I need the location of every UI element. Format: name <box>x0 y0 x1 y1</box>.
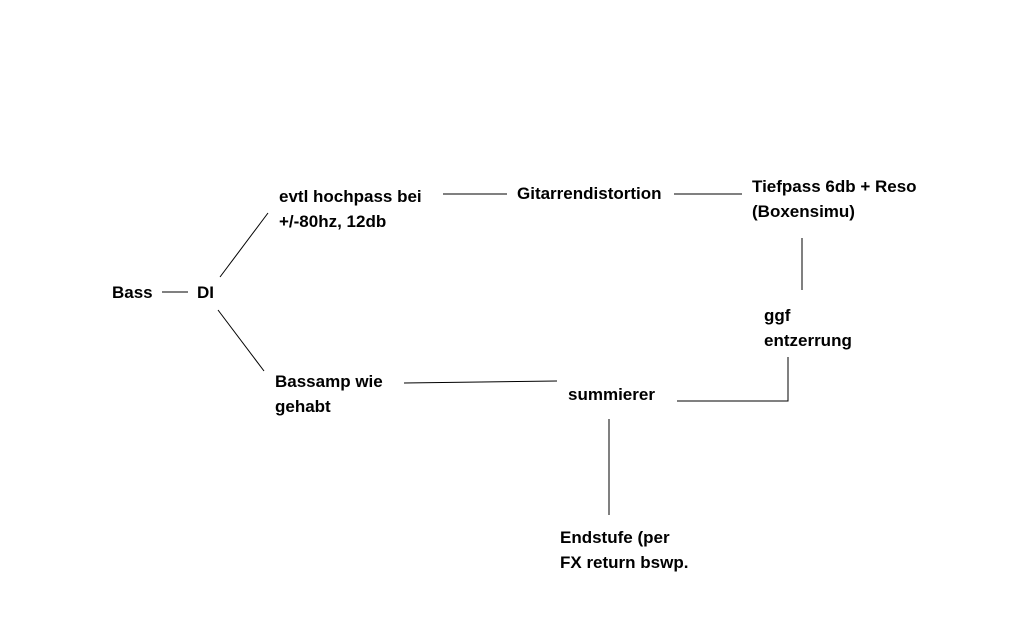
node-bassamp: Bassamp wie gehabt <box>275 369 383 419</box>
node-bassamp-line2: gehabt <box>275 397 331 416</box>
node-bass-label: Bass <box>112 283 153 302</box>
node-gitarrendistortion-label: Gitarrendistortion <box>517 184 662 203</box>
node-summierer-label: summierer <box>568 385 655 404</box>
node-endstufe-line1: Endstufe (per <box>560 528 670 547</box>
node-endstufe-line2: FX return bswp. <box>560 553 689 572</box>
node-gitarrendistortion: Gitarrendistortion <box>517 181 662 206</box>
node-ggf-entzerrung: ggf entzerrung <box>764 303 852 353</box>
node-hochpass-line1: evtl hochpass bei <box>279 187 422 206</box>
node-hochpass: evtl hochpass bei +/-80hz, 12db <box>279 184 422 234</box>
node-tiefpass-line1: Tiefpass 6db + Reso <box>752 177 917 196</box>
edge-ggf-summierer <box>677 357 789 402</box>
edge-di-bassamp <box>217 309 265 372</box>
node-bass: Bass <box>112 280 153 305</box>
node-di: DI <box>197 280 214 305</box>
node-tiefpass-line2: (Boxensimu) <box>752 202 855 221</box>
node-di-label: DI <box>197 283 214 302</box>
node-tiefpass: Tiefpass 6db + Reso (Boxensimu) <box>752 174 917 224</box>
node-ggf-line1: ggf <box>764 306 791 325</box>
edge-di-hochpass <box>219 212 269 278</box>
node-endstufe: Endstufe (per FX return bswp. <box>560 525 688 575</box>
edge-bassamp-summierer <box>403 380 558 384</box>
node-hochpass-line2: +/-80hz, 12db <box>279 212 387 231</box>
node-bassamp-line1: Bassamp wie <box>275 372 383 391</box>
node-ggf-line2: entzerrung <box>764 331 852 350</box>
node-summierer: summierer <box>568 382 655 407</box>
